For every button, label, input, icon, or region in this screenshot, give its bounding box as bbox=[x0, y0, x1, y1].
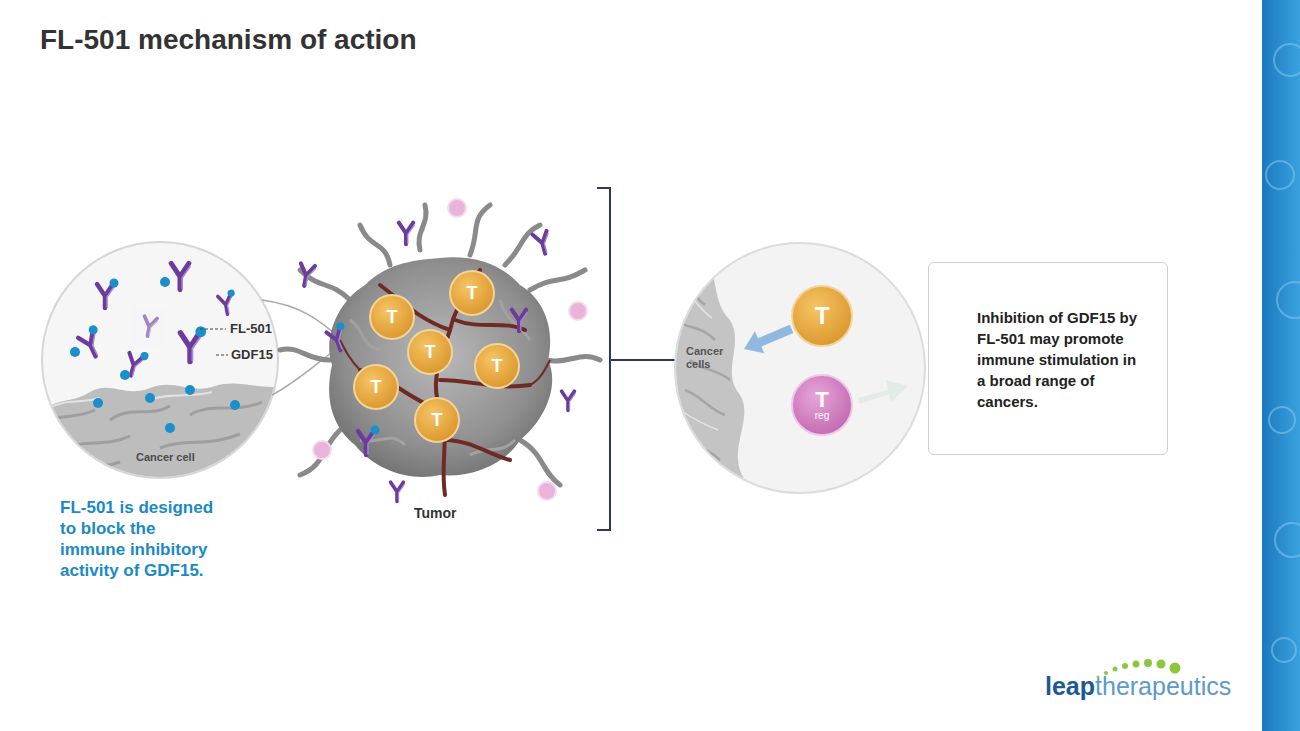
node-text: Inhibition of GDF15 by FL-501 may promot… bbox=[977, 307, 1140, 412]
title: FL-501 mechanism of action bbox=[40, 24, 417, 56]
node-text: T bbox=[387, 308, 398, 326]
node-text: T bbox=[432, 411, 443, 429]
info-box: Inhibition of GDF15 by FL-501 may promot… bbox=[928, 262, 1168, 455]
node-text: T bbox=[815, 389, 828, 411]
part-label: Tumor bbox=[414, 505, 457, 521]
node-text: reg bbox=[815, 411, 829, 421]
treg-cell: Treg bbox=[791, 374, 853, 436]
logo-text: therapeutics bbox=[1095, 672, 1231, 700]
node-text: T bbox=[815, 304, 830, 328]
t-cell: T bbox=[449, 270, 495, 316]
arrow-head bbox=[744, 331, 764, 353]
node-text: T bbox=[425, 343, 436, 361]
part-label: FL-501 bbox=[230, 321, 272, 336]
t-cell: T bbox=[474, 343, 520, 389]
connector-arrow bbox=[744, 329, 792, 354]
node-text: T bbox=[492, 357, 503, 375]
caption-note: FL-501 is designed to block the immune i… bbox=[60, 497, 218, 581]
t-cell: T bbox=[407, 329, 453, 375]
node-text: T bbox=[371, 378, 382, 396]
t-cell: T bbox=[414, 397, 460, 443]
part-label: GDF15 bbox=[231, 347, 273, 362]
t-cell: T bbox=[791, 285, 853, 347]
t-cell: T bbox=[369, 294, 415, 340]
node-text: Cancer cells bbox=[686, 345, 744, 371]
t-cell: T bbox=[353, 364, 399, 410]
node-text: T bbox=[467, 284, 478, 302]
part-label: Cancer cell bbox=[136, 451, 195, 463]
cancer-cells: Cancer cells bbox=[686, 345, 744, 371]
logo-text: leap bbox=[1045, 672, 1095, 700]
logo: leaptherapeutics bbox=[1045, 674, 1231, 699]
connector-line bbox=[758, 329, 792, 343]
